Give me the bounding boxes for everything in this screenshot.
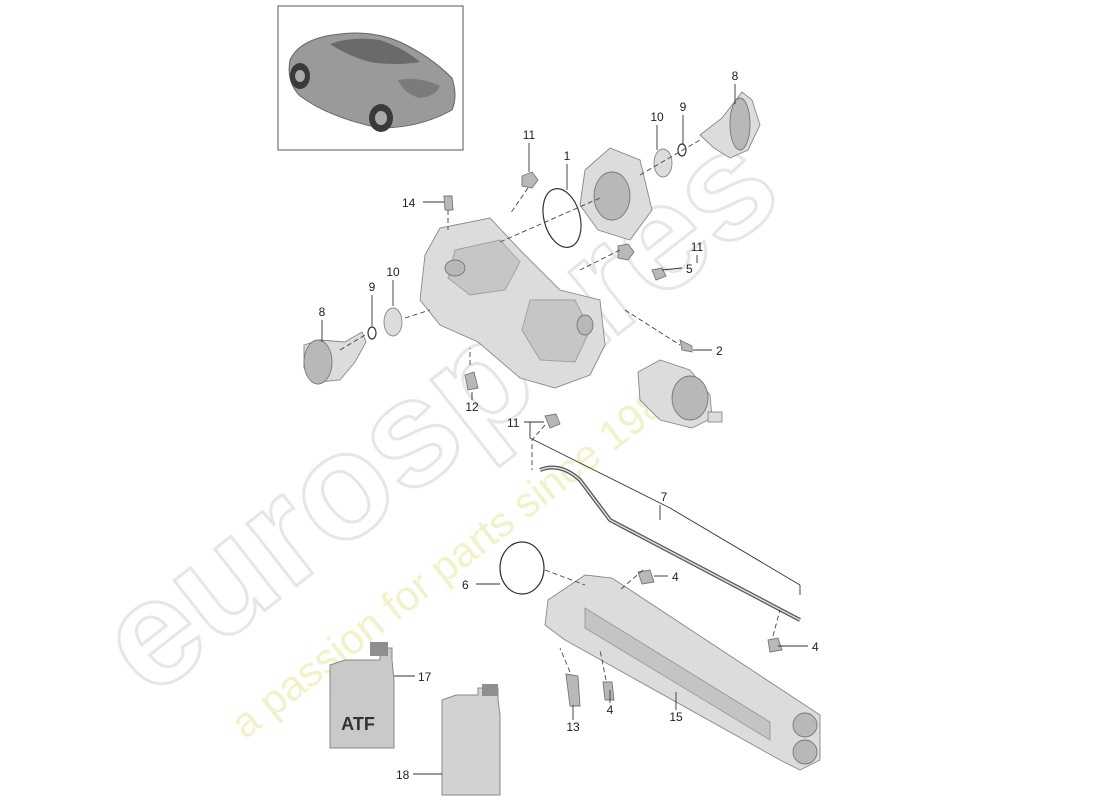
sensor-2 [679, 339, 693, 353]
fluid-bottle-17: ATF [329, 642, 395, 749]
callout-15: 15 [669, 710, 683, 724]
callout-11-top: 11 [523, 128, 536, 142]
callout-8-right: 8 [732, 69, 739, 83]
callout-11-mid: 11 [691, 240, 704, 254]
callout-13: 13 [566, 720, 580, 734]
assembly-lines [339, 139, 781, 681]
callout-10-left: 10 [386, 265, 400, 279]
callout-5: 5 [686, 262, 693, 276]
callout-4-lower: 4 [607, 703, 614, 717]
callout-9-left: 9 [369, 280, 376, 294]
plug-11-mid [617, 243, 635, 261]
shaft-seal-right [653, 148, 673, 178]
callout-14: 14 [402, 196, 416, 210]
fluid-bottle-18 [441, 684, 501, 796]
callout-10-right: 10 [650, 110, 664, 124]
circlip-left [367, 326, 377, 340]
callouts: 1 2 4 4 4 5 6 7 8 8 9 9 10 10 11 11 11 1… [319, 69, 819, 782]
callout-11-bottom: 11 [507, 416, 520, 430]
callout-6: 6 [462, 578, 469, 592]
output-flange-right [699, 91, 761, 159]
plug-11-bottom [544, 413, 561, 429]
plug-11-top [521, 171, 539, 189]
callout-12: 12 [465, 400, 479, 414]
final-drive-housing [419, 217, 606, 389]
callout-4-upper: 4 [672, 570, 679, 584]
oil-tank-bracket [544, 574, 821, 771]
callout-9-right: 9 [680, 100, 687, 114]
shaft-seal-left [383, 307, 403, 337]
bottle-atf-label: ATF [341, 714, 375, 734]
o-ring-large [499, 541, 545, 595]
clip-4-upper [637, 569, 655, 585]
actuator-unit [637, 359, 723, 429]
callout-4-right: 4 [812, 640, 819, 654]
leader-lines [321, 84, 808, 775]
plug-12 [464, 371, 479, 391]
callout-1: 1 [564, 149, 571, 163]
bolt-4-lower [602, 681, 615, 701]
cover-plate [579, 147, 653, 241]
circlip-right [677, 143, 687, 157]
bleeder-5 [651, 267, 667, 281]
bolt-13 [565, 673, 581, 707]
plug-14 [443, 195, 454, 211]
car-icon [288, 32, 456, 132]
vehicle-thumbnail [277, 5, 464, 151]
output-flange-left [303, 331, 367, 385]
callout-7: 7 [661, 490, 668, 504]
callout-8-left: 8 [319, 305, 326, 319]
callout-17: 17 [418, 670, 432, 684]
clip-4-right [767, 637, 783, 653]
callout-18: 18 [396, 768, 410, 782]
callout-2: 2 [716, 344, 723, 358]
